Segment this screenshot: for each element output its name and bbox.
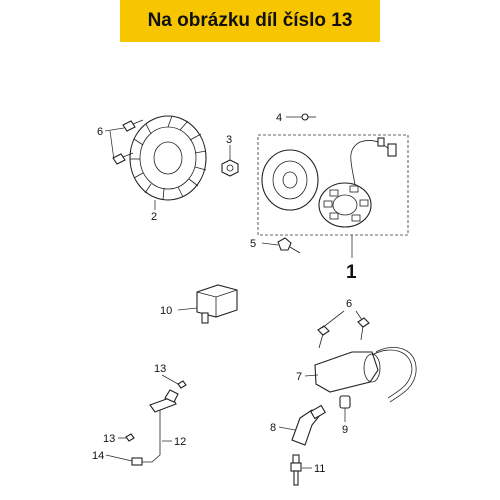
label-13-bottom: 13: [103, 433, 115, 445]
label-10: 10: [160, 305, 172, 317]
bolt-5: [277, 237, 301, 254]
cap-9: [339, 395, 351, 409]
label-6-coil: 6: [346, 298, 352, 310]
label-12: 12: [174, 436, 186, 448]
label-13-top: 13: [154, 363, 166, 375]
label-5: 5: [250, 238, 256, 250]
ignition-coil-part: [314, 347, 417, 403]
screws-6-coil: [317, 317, 370, 349]
label-8: 8: [270, 422, 276, 434]
title-banner: Na obrázku díl číslo 13: [120, 0, 380, 42]
screw-6-fan: [112, 119, 144, 165]
banner-text: Na obrázku díl číslo 13: [147, 10, 353, 31]
label-9: 9: [342, 424, 348, 436]
label-11: 11: [314, 463, 325, 475]
spark-plug-part: [290, 454, 302, 486]
spark-plug-cap-part: [291, 404, 326, 446]
flywheel-part: [261, 149, 319, 211]
label-1: 1: [346, 262, 357, 283]
assembly-1-box: [257, 134, 409, 236]
label-7: 7: [296, 371, 302, 383]
label-6-fan: 6: [97, 126, 103, 138]
fan-wheel-part: [129, 115, 207, 201]
leader-lines: [104, 116, 363, 469]
screw-4: [301, 113, 316, 121]
label-14: 14: [92, 450, 104, 462]
label-4: 4: [276, 112, 282, 124]
nut-part: [221, 159, 239, 177]
label-3: 3: [226, 134, 232, 146]
sensor-part: [131, 389, 179, 466]
ignition-module-part: [196, 284, 238, 324]
stator-part: [318, 137, 397, 228]
label-2: 2: [151, 211, 157, 223]
screws-13: [125, 380, 187, 442]
